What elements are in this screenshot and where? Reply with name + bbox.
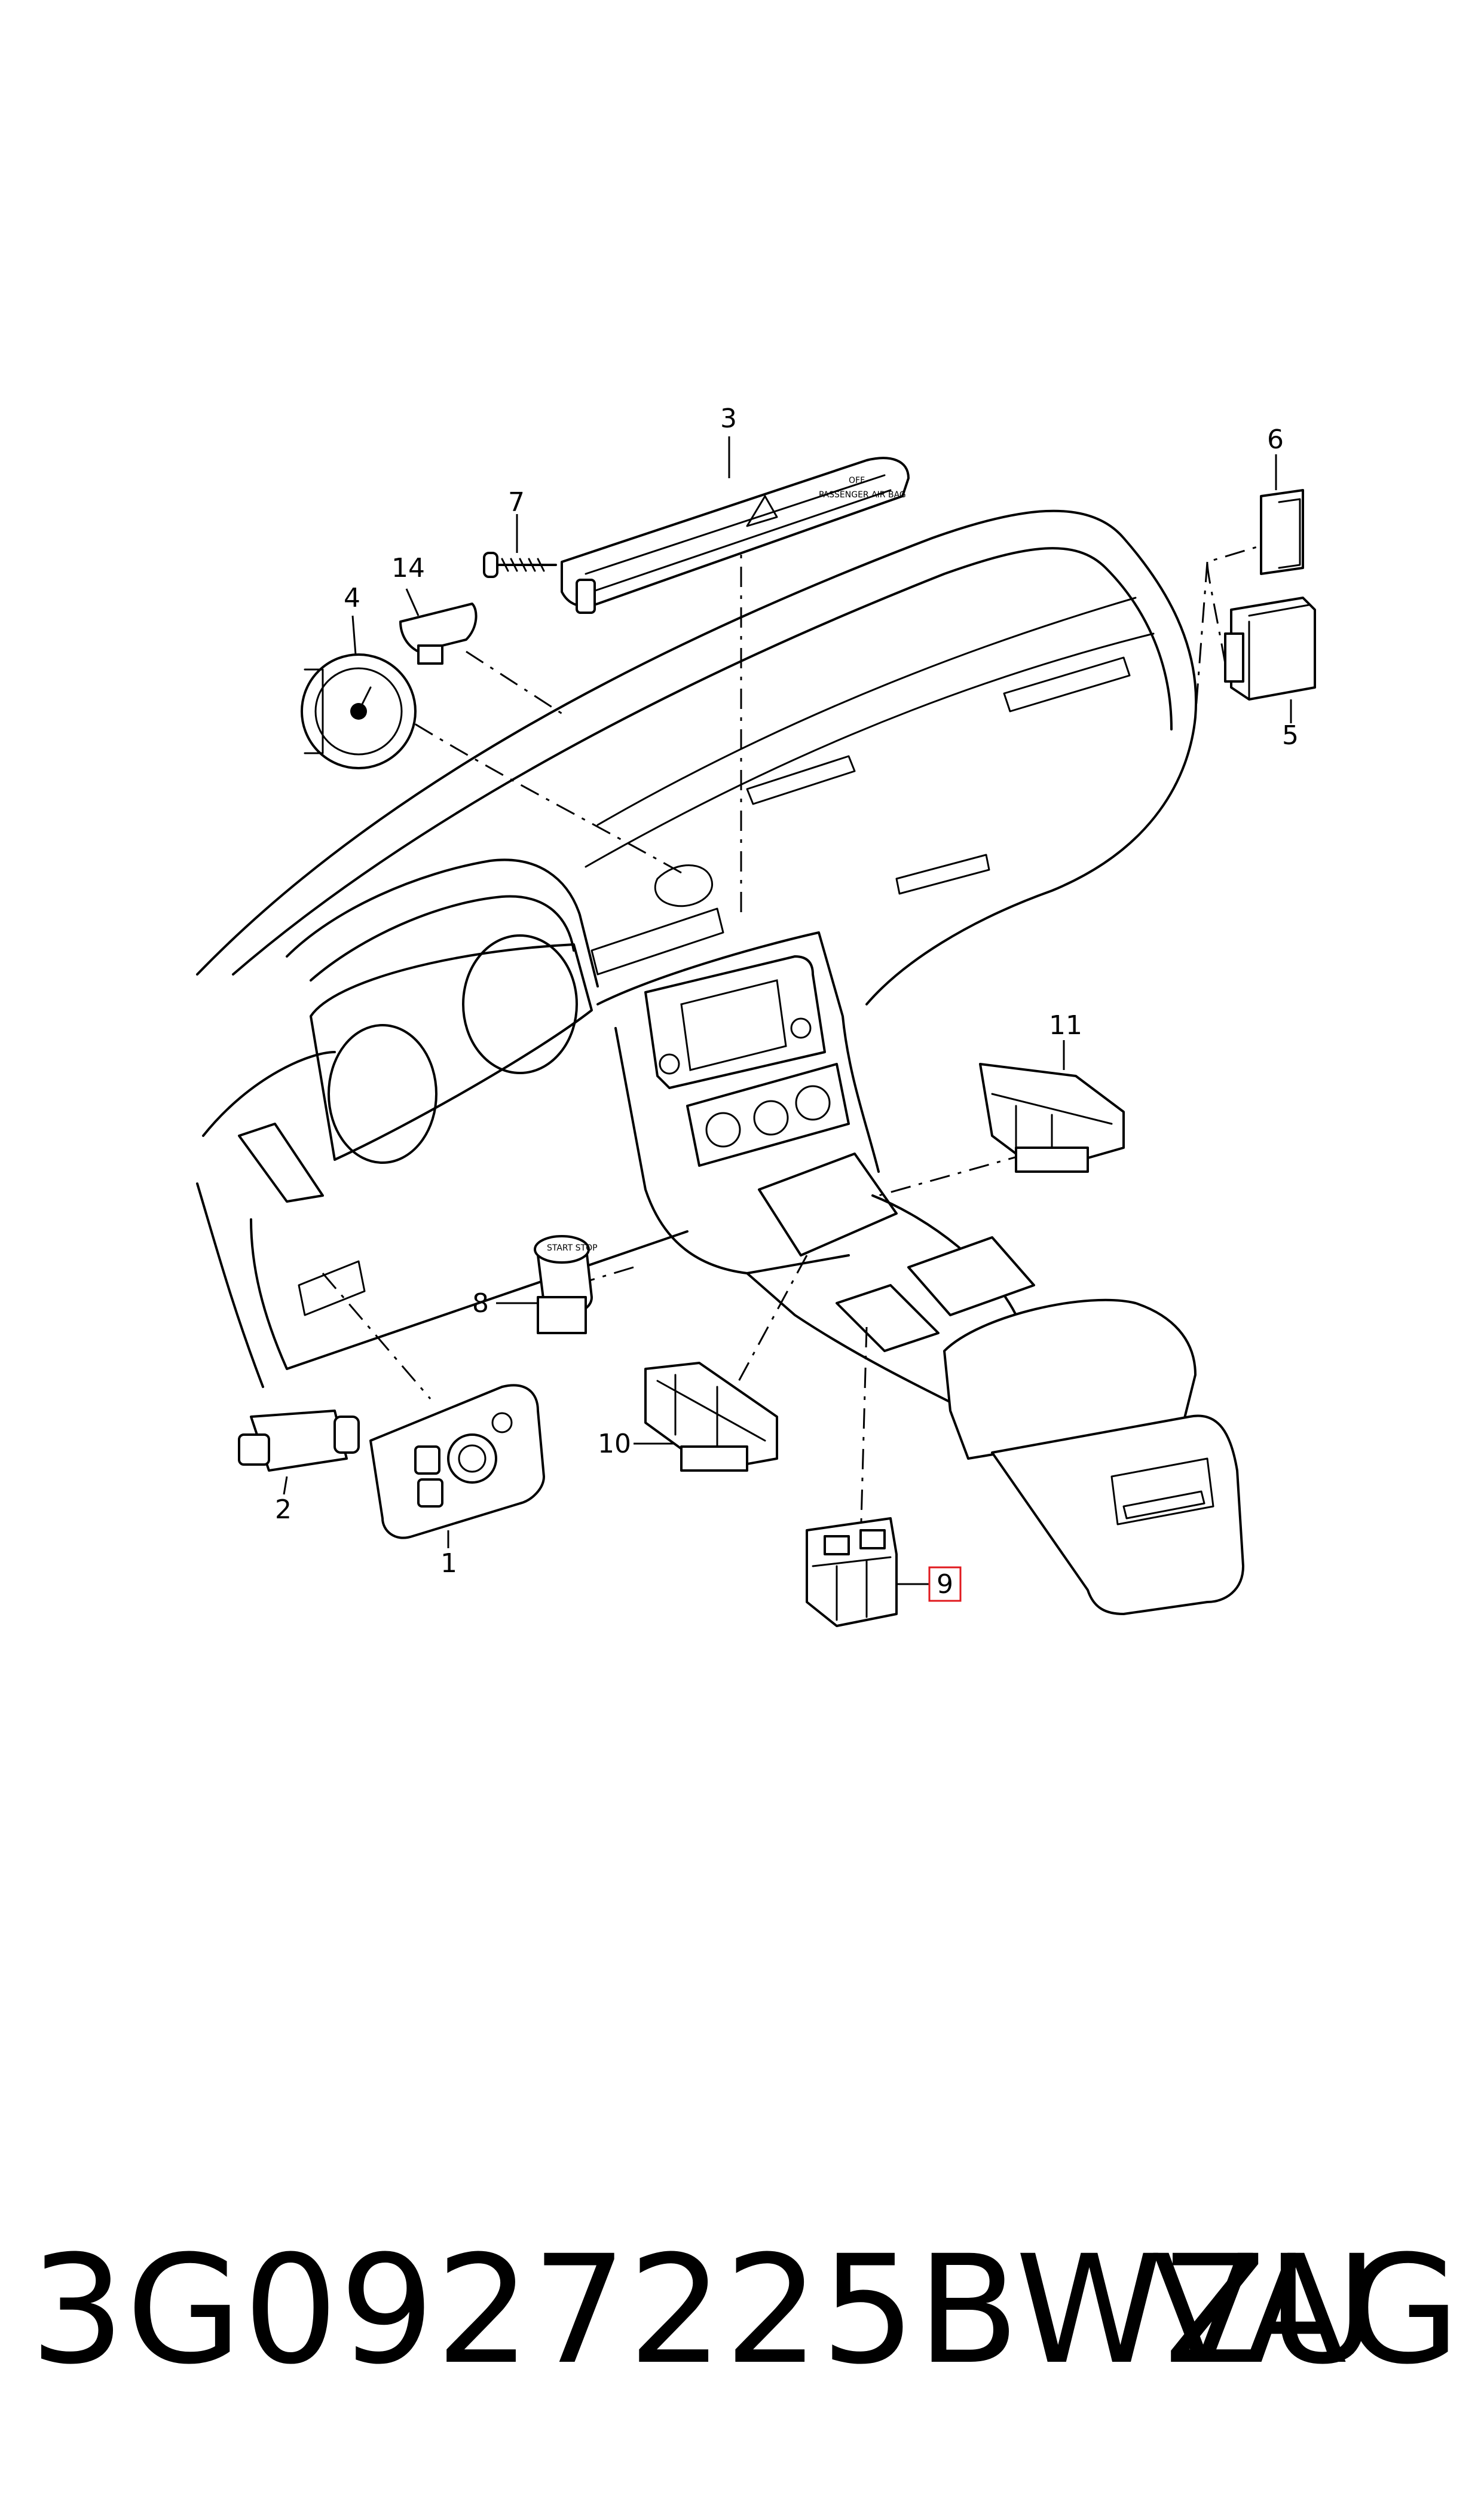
part-4-clock (301, 653, 417, 769)
callout-9-highlight (928, 1566, 962, 1602)
part-1-headlight-switch (369, 1384, 545, 1539)
part-11-window-switch (979, 1063, 1125, 1173)
part-14-clip (399, 603, 478, 665)
callout-4: 4 (344, 583, 360, 613)
part-5-switch-module (1224, 597, 1316, 701)
callout-3: 3 (720, 403, 737, 434)
callout-1: 1 (440, 1548, 457, 1579)
brand-name: VAG (1152, 2223, 1460, 2397)
part-8-start-button: START STOP (534, 1235, 598, 1334)
callout-14: 14 (391, 553, 425, 583)
dashboard-outline (196, 509, 1244, 1615)
leader-lines (283, 436, 1292, 1585)
callout-10: 10 (598, 1429, 631, 1459)
part-3-switch-strip: PASSENGER AIR BAG OFF (561, 457, 910, 614)
part-9-switch (806, 1517, 898, 1627)
callout-5: 5 (1282, 720, 1299, 751)
callouts: 3 7 14 4 6 5 11 8 10 2 1 9 (275, 403, 1299, 1602)
assembly-lines (322, 526, 1268, 1543)
airbag-label: PASSENGER AIR BAG (819, 490, 906, 500)
callout-11: 11 (1049, 1010, 1082, 1041)
airbag-state: OFF (849, 476, 865, 485)
part-10-console-switch (644, 1362, 778, 1472)
callout-2: 2 (275, 1494, 292, 1525)
callout-6: 6 (1267, 424, 1284, 455)
part-number: 3G0927225BWZU (30, 2223, 1379, 2397)
callout-7: 7 (508, 487, 525, 518)
part-6-cap (1260, 489, 1304, 575)
start-stop-label: START STOP (547, 1243, 598, 1253)
part-7-screw (483, 552, 557, 578)
callout-9: 9 (937, 1569, 953, 1600)
part-2-rotary-switch (238, 1410, 360, 1472)
callout-8: 8 (472, 1288, 489, 1319)
